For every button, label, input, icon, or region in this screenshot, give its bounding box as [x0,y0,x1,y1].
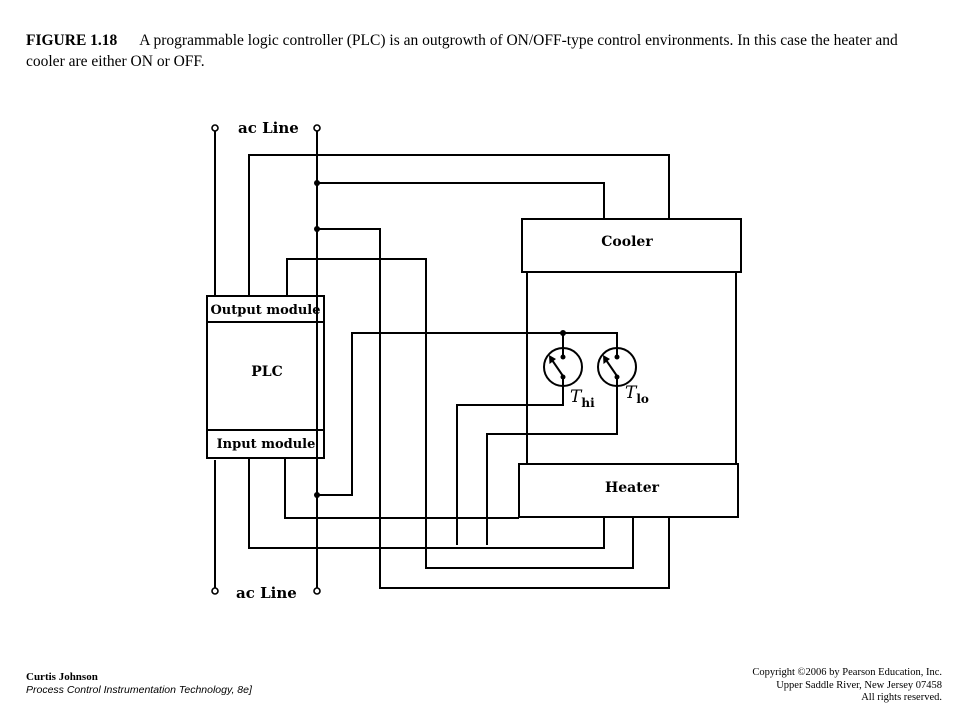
cooler-label: Cooler [601,234,653,250]
input-module-label: Input module [217,437,316,452]
caption-text: A programmable logic controller (PLC) is… [26,32,898,70]
switch-contact-dot [560,354,566,360]
ac-line-bottom-label: ac Line [236,584,297,602]
switch-contact-dot [614,354,620,360]
terminal-bottom-left [211,587,219,595]
footer-author: Curtis Johnson [26,671,98,683]
junction-dot [314,226,320,232]
copyright-line-1: Copyright ©2006 by Pearson Education, In… [752,667,942,678]
switch-contact-dot [614,374,620,380]
t-lo-switch-arm [605,359,618,377]
t-hi-symbol: T [570,387,583,407]
t-hi-switch-circle [543,347,583,387]
cooler-box [521,218,742,273]
t-hi-arrowhead [549,355,556,364]
t-hi-subscript: hi [581,396,595,410]
plc-box [206,295,325,459]
wire-cooler-b [317,182,605,219]
junction-dot [314,492,320,498]
wire-output-2 [286,258,634,569]
t-lo-switch-circle [597,347,637,387]
wire-input-1 [284,458,519,519]
t-lo-symbol: T [625,383,638,403]
terminal-bottom-right [313,587,321,595]
t-hi-switch-arm [551,359,564,377]
copyright-line-2: Upper Saddle River, New Jersey 07458 [776,679,942,691]
switch-contact-dot [560,374,566,380]
copyright-line-3: All rights reserved. [861,692,942,703]
t-lo-arrowhead [603,355,610,364]
wire-tlo-bottom [486,378,618,545]
wire-cooler-a [248,154,670,296]
t-hi-label: Thi [570,387,595,410]
wire-thermostat-common [317,332,618,496]
wire-output-1 [317,228,670,589]
ac-line-top-label: ac Line [238,119,299,137]
wire-thi-bottom [456,378,564,545]
t-lo-label: Tlo [625,383,649,406]
plc-label: PLC [251,364,283,380]
junction-dot [560,330,566,336]
terminal-top-left [211,124,219,132]
wire-input-2 [248,458,605,549]
figure-label: FIGURE 1.18 [26,32,118,49]
heater-label: Heater [605,480,660,496]
heater-box [518,463,739,518]
terminal-top-right [313,124,321,132]
output-module-label: Output module [210,303,320,318]
t-lo-subscript: lo [636,392,649,406]
footer-book-title: Process Control Instrumentation Technolo… [26,684,252,696]
junction-dot [314,180,320,186]
footer-copyright: Copyright ©2006 by Pearson Education, In… [752,667,942,705]
footer-left: Curtis Johnson Process Control Instrumen… [26,671,252,697]
